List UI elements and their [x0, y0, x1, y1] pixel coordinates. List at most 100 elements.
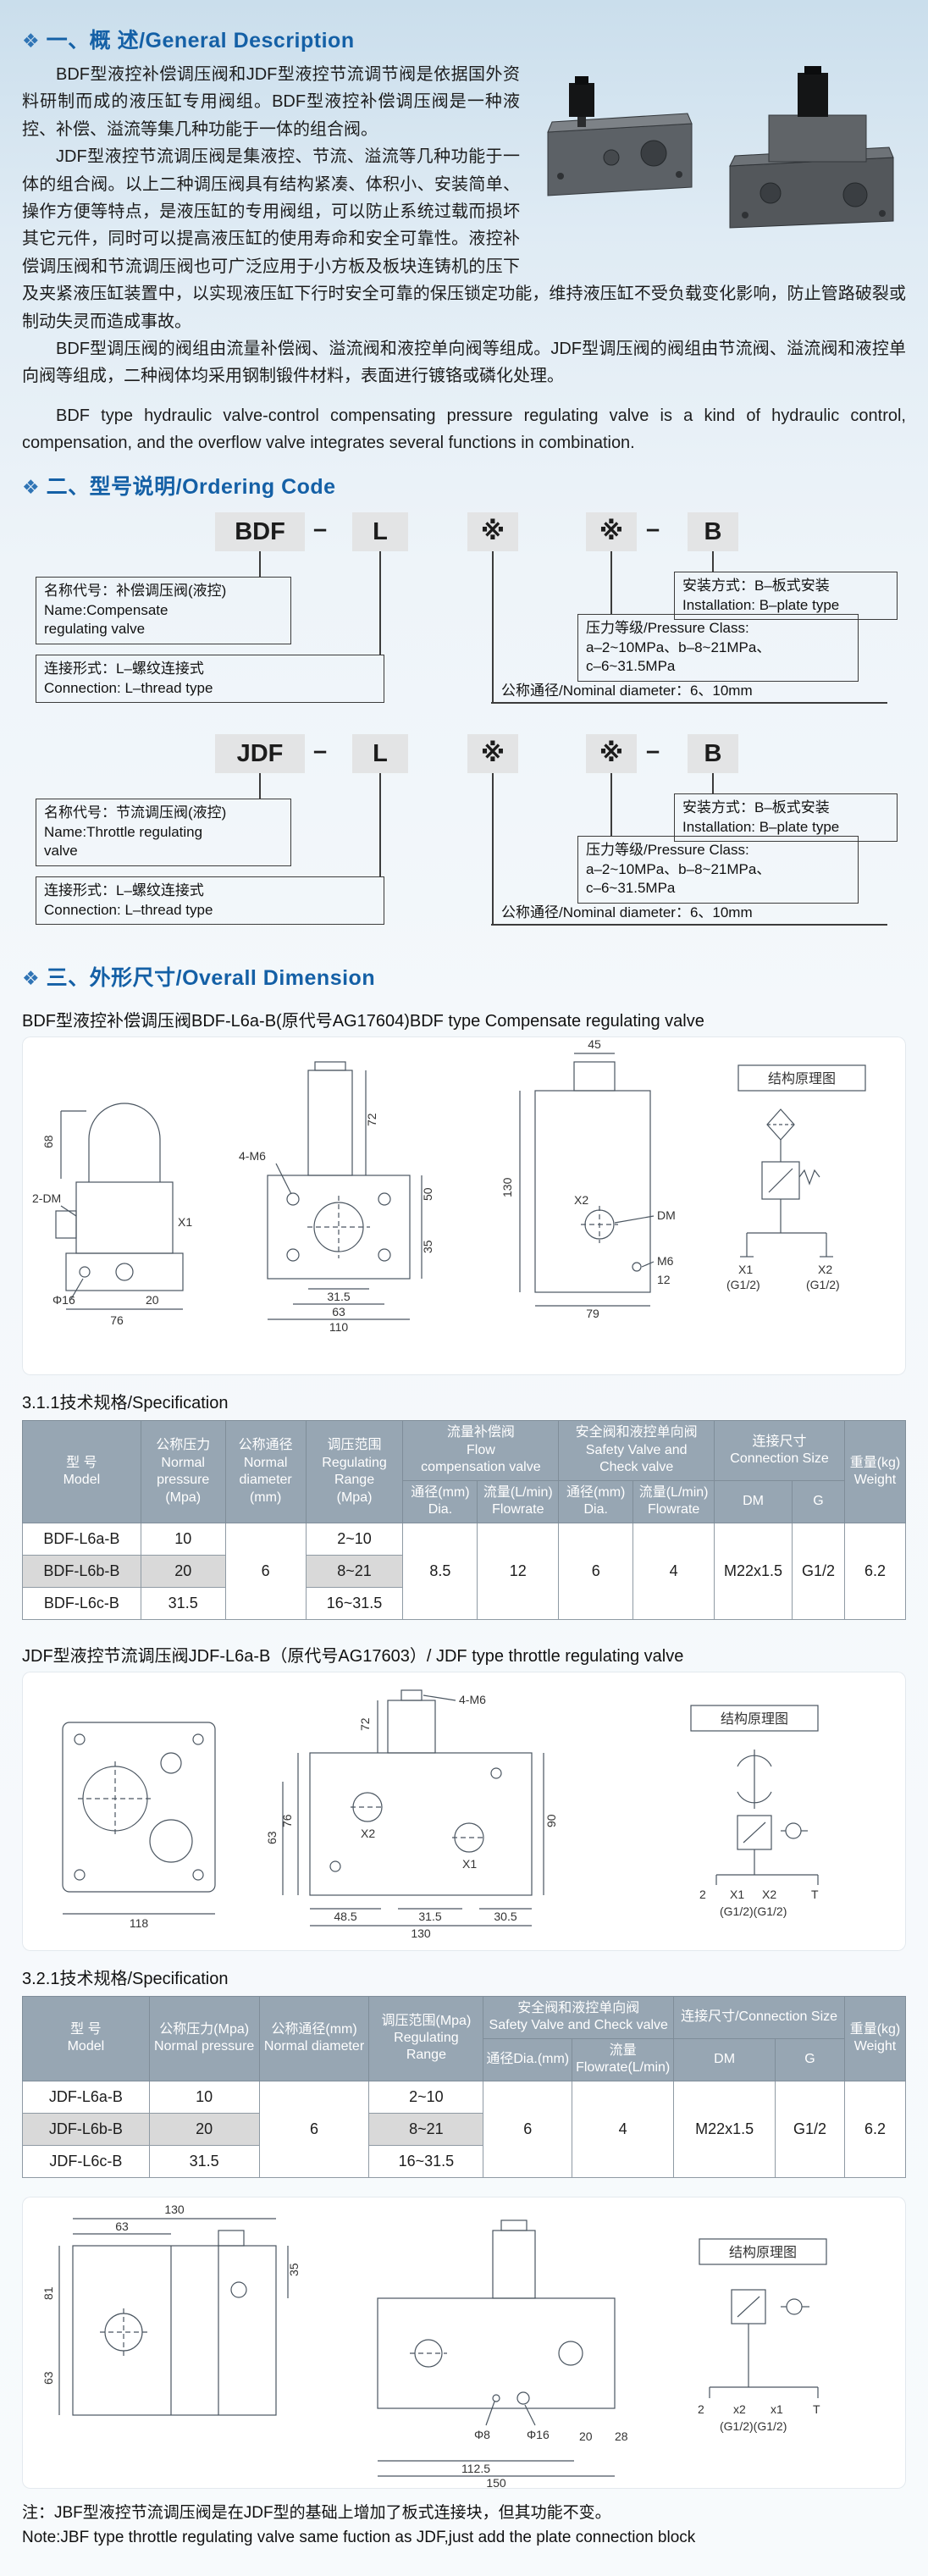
label-line: Name:Throttle regulating — [44, 823, 203, 840]
column-header: 重量(kg) Weight — [843, 1995, 907, 2081]
table-cell: 2~10 — [305, 1522, 404, 1556]
connector-line — [610, 551, 612, 615]
label-line: 连接形式：L–螺纹连接式 — [44, 661, 204, 677]
jbf-schematic — [699, 2238, 827, 2398]
label-name-code: 名称代号：补偿调压阀(液控) Name:Compensate regulatin… — [36, 577, 291, 644]
section1-heading: ❖ 一、概 述/General Description — [22, 24, 906, 54]
table-row: BDF-L6c-B 31.5 16~31.5 — [22, 1586, 906, 1620]
spec2-title: 3.2.1技术规格/Specification — [22, 1969, 229, 1988]
table-row: BDF-L6b-B 20 8~21 — [22, 1554, 906, 1588]
label-installation: 安装方式：B–板式安装 Installation: B–plate type — [674, 793, 898, 843]
column-header: G — [775, 2037, 845, 2081]
dim-label: 72 — [358, 1717, 372, 1731]
footer-note-cn: 注：JBF型液控节流调压阀是在JDF型的基础上增加了板式连接块，但其功能不变。 — [22, 2503, 611, 2522]
bdf-outline-drawing: 68 2-DM X1 Φ16 20 76 — [32, 1037, 866, 1334]
jbf-side-dims: Φ8 Φ16 20 28 112.5 150 — [461, 2428, 628, 2489]
label-name-code: 名称代号：节流调压阀(液控) Name:Throttle regulating … — [36, 799, 291, 866]
paragraph-1: BDF型液控补偿调压阀和JDF型液控节流调节阀是依据国外资料研制而成的液压缸专用… — [22, 65, 520, 139]
port-label: T — [813, 2402, 820, 2416]
ordering-code-bdf: BDF – L ※ ※ – B 名称代号：补偿调压阀(液控) Name:Comp… — [22, 507, 906, 721]
dim-label: 130 — [164, 2203, 185, 2216]
label-line: 压力等级/Pressure Class: — [586, 620, 749, 637]
dim-label: 28 — [615, 2430, 628, 2443]
section-diamond-icon: ❖ — [22, 476, 40, 499]
label-line: regulating valve — [44, 621, 146, 638]
column-header: G — [792, 1479, 845, 1523]
dim-label: 81 — [41, 2286, 55, 2300]
column-header: 重量(kg) Weight — [843, 1420, 907, 1523]
section3-title: 三、外形尺寸/Overall Dimension — [46, 966, 376, 991]
column-header: 调压范围(Mpa) Regulating Range — [368, 1995, 484, 2081]
label-connection-type: 连接形式：L–螺纹连接式 Connection: L–thread type — [36, 655, 384, 704]
column-header: 流量补偿阀 Flow compensation valve — [402, 1420, 560, 1481]
dim-label: 4-M6 — [459, 1693, 486, 1706]
table-cell: 10 — [148, 2080, 260, 2114]
connector-line — [492, 551, 494, 705]
table-cell: BDF-L6b-B — [22, 1554, 141, 1588]
table-row: JDF-L6a-B 10 6 2~10 6 4 M22x1.5 G1/2 6.2 — [22, 2080, 907, 2178]
jdf-drawing-panel: 118 4-M6 72 — [22, 1671, 906, 1951]
table-cell: 20 — [140, 1554, 226, 1588]
label-nominal-diameter: 公称通径/Nominal diameter：6、10mm — [501, 904, 753, 921]
table-cell: 31.5 — [148, 2144, 260, 2178]
table-row: BDF-L6a-B 10 6 2~10 8.5 12 6 4 M22x1.5 G… — [22, 1522, 907, 1620]
table-cell: BDF-L6a-B — [22, 1522, 141, 1556]
label-line: c–6~31.5MPa — [586, 880, 676, 897]
dim-label: 31.5 — [418, 1910, 441, 1923]
jbf-front-view — [58, 2218, 289, 2416]
connector-line — [712, 773, 714, 794]
column-header: 通径Dia.(mm) — [483, 2037, 573, 2081]
bdf-schematic — [737, 1064, 866, 1258]
product-photo-jdf — [729, 66, 894, 229]
column-header: 流量(L/min) Flowrate — [632, 1479, 715, 1523]
port-label: X2 — [361, 1827, 375, 1840]
column-header: 型 号 Model — [22, 1420, 141, 1523]
label-line: c–6~31.5MPa — [586, 658, 676, 675]
connector-line — [610, 773, 612, 837]
spec1-title: 3.1.1技术规格/Specification — [22, 1394, 229, 1413]
jdf-drawing-subtitle: JDF型液控节流调压阀JDF-L6a-B（原代号AG17603）/ JDF ty… — [22, 1646, 684, 1666]
bdf-side-dims: 45 130 DM X2 M6 12 79 — [500, 1037, 676, 1320]
footer-note-en: Note:JBF type throttle regulating valve … — [22, 2529, 696, 2547]
section3-heading: ❖ 三、外形尺寸/Overall Dimension — [22, 961, 906, 992]
port-label: x1 — [771, 2402, 783, 2416]
table-cell: G1/2 — [775, 2080, 845, 2178]
section2-title: 二、型号说明/Ordering Code — [46, 475, 336, 500]
table-cell: 10 — [140, 1522, 226, 1556]
jdf-front-dims: 118 — [130, 1916, 149, 1930]
dim-label: 68 — [41, 1136, 55, 1149]
jdf-schematic — [690, 1705, 819, 1885]
dim-label: 30.5 — [494, 1910, 516, 1923]
table-cell: 4 — [572, 2080, 675, 2178]
label-line: 安装方式：B–板式安装 — [682, 799, 830, 816]
table-cell: 20 — [148, 2112, 260, 2146]
label-line: 安装方式：B–板式安装 — [682, 578, 830, 594]
bdf-top-view — [267, 1061, 423, 1321]
code-box-series: JDF — [215, 734, 305, 774]
code-box-connection: L — [352, 512, 408, 552]
table-cell: JDF-L6b-B — [22, 2112, 150, 2146]
label-line: Installation: B–plate type — [682, 818, 840, 835]
port-label: X1 — [738, 1263, 753, 1276]
paragraph-3: BDF型调压阀的阀组由流量补偿阀、溢流阀和液控单向阀等组成。JDF型调压阀的阀组… — [22, 339, 906, 386]
table-cell: M22x1.5 — [714, 1522, 793, 1620]
table-cell: G1/2 — [792, 1522, 845, 1620]
dim-label: 63 — [115, 2219, 129, 2233]
jdf-top-view — [282, 1689, 544, 1926]
table-cell: 2~10 — [368, 2080, 484, 2114]
column-header: 调压范围 Regulating Range (Mpa) — [305, 1420, 404, 1523]
paragraph-2: JDF型液控节流调压阀是集液控、节流、溢流等几种功能于一体的组合阀。以上二种调压… — [22, 147, 906, 331]
column-header: 公称压力(Mpa) Normal pressure — [148, 1995, 260, 2081]
bdf-front-dims: 68 2-DM X1 Φ16 20 76 — [32, 1136, 192, 1328]
port-label: X2 — [818, 1263, 832, 1276]
label-nominal-diameter: 公称通径/Nominal diameter：6、10mm — [501, 683, 753, 699]
column-header: 公称通径(mm) Normal diameter — [258, 1995, 370, 2081]
column-header: 连接尺寸/Connection Size — [673, 1995, 845, 2039]
dim-label: 130 — [500, 1178, 514, 1198]
dim-label: 4-M6 — [239, 1149, 266, 1163]
dim-label: 63 — [41, 2371, 55, 2385]
label-line: 压力等级/Pressure Class: — [586, 842, 749, 859]
column-header: 公称压力 Normal pressure (Mpa) — [140, 1420, 226, 1523]
table-cell: 6 — [558, 1522, 634, 1620]
code-dash: – — [313, 516, 328, 544]
